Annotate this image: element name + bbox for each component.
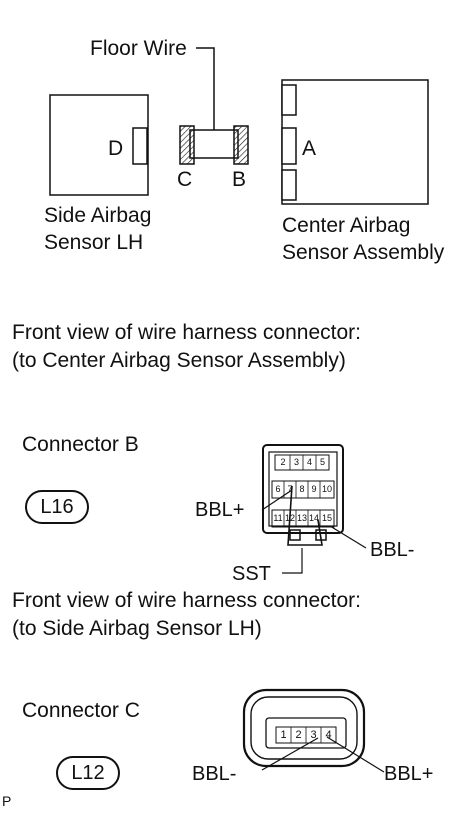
sst-leader: [282, 548, 303, 574]
pin-b-14: 14: [308, 513, 319, 523]
pin-b-6: 6: [275, 484, 281, 494]
pin-b-3: 3: [293, 457, 299, 467]
pin-c-1: 1: [280, 729, 287, 741]
section1-caption-line2: (to Center Airbag Sensor Assembly): [12, 349, 346, 372]
side-airbag-sensor-box: [49, 94, 149, 196]
bbl-plus-leader-b: [261, 489, 293, 511]
pin-b-8: 8: [299, 484, 305, 494]
pin-b-4: 4: [306, 457, 312, 467]
connector-code-badge-l12: L12: [56, 756, 120, 790]
connector-b-title: Connector B: [22, 433, 139, 456]
center-socket-1: [281, 84, 297, 116]
connector-b-letter: B: [232, 168, 247, 191]
bbl-minus-label-b: BBL-: [370, 539, 415, 561]
side-sensor-label-line1: Side Airbag: [44, 204, 152, 227]
connector-c-plug: [179, 125, 195, 165]
footer-mark: P: [2, 793, 12, 809]
bbl-minus-leader-c: [261, 737, 319, 771]
center-socket-3: [281, 169, 297, 201]
pin-c-2: 2: [295, 729, 302, 741]
pin-b-12: 12: [284, 513, 295, 523]
sst-tool: [287, 485, 323, 546]
center-socket-2: [281, 127, 297, 165]
center-sensor-label-line2: Sensor Assembly: [282, 241, 445, 264]
connector-c-face: [242, 688, 366, 768]
connector-code-badge-l16: L16: [25, 490, 89, 524]
pin-b-13: 13: [296, 513, 307, 523]
connector-b-plug: [233, 125, 249, 165]
bbl-minus-label-c: BBL-: [192, 763, 237, 785]
bbl-plus-leader-c: [326, 736, 385, 773]
pin-b-2: 2: [280, 457, 286, 467]
section1-caption-line1: Front view of wire harness connector:: [12, 321, 361, 344]
pin-c-3: 3: [310, 729, 317, 741]
sst-label: SST: [232, 563, 271, 585]
pin-b-15: 15: [321, 513, 332, 523]
pin-b-5: 5: [319, 457, 325, 467]
bbl-plus-label-c: BBL+: [384, 763, 434, 785]
pin-b-11: 11: [273, 513, 283, 523]
pin-c-4: 4: [325, 729, 332, 741]
pin-b-7: 7: [287, 484, 293, 494]
connector-c-letter: C: [177, 168, 193, 191]
floor-wire-leader: [196, 47, 215, 130]
connector-c-title: Connector C: [22, 699, 140, 722]
side-sensor-label-line2: Sensor LH: [44, 231, 144, 254]
section2-caption-line2: (to Side Airbag Sensor LH): [12, 617, 262, 640]
floor-wire-label: Floor Wire: [90, 37, 187, 60]
connector-d-socket: [132, 127, 148, 165]
section2-caption-line1: Front view of wire harness connector:: [12, 589, 361, 612]
pin-b-9: 9: [311, 484, 317, 494]
pin-b-10: 10: [321, 484, 332, 494]
bbl-plus-label-b: BBL+: [195, 499, 245, 521]
bbl-minus-leader-b: [329, 525, 367, 549]
connector-d-letter: D: [108, 137, 124, 160]
center-sensor-label-line1: Center Airbag: [282, 214, 411, 237]
connector-a-letter: A: [302, 137, 317, 160]
floor-wire-body: [189, 129, 239, 159]
